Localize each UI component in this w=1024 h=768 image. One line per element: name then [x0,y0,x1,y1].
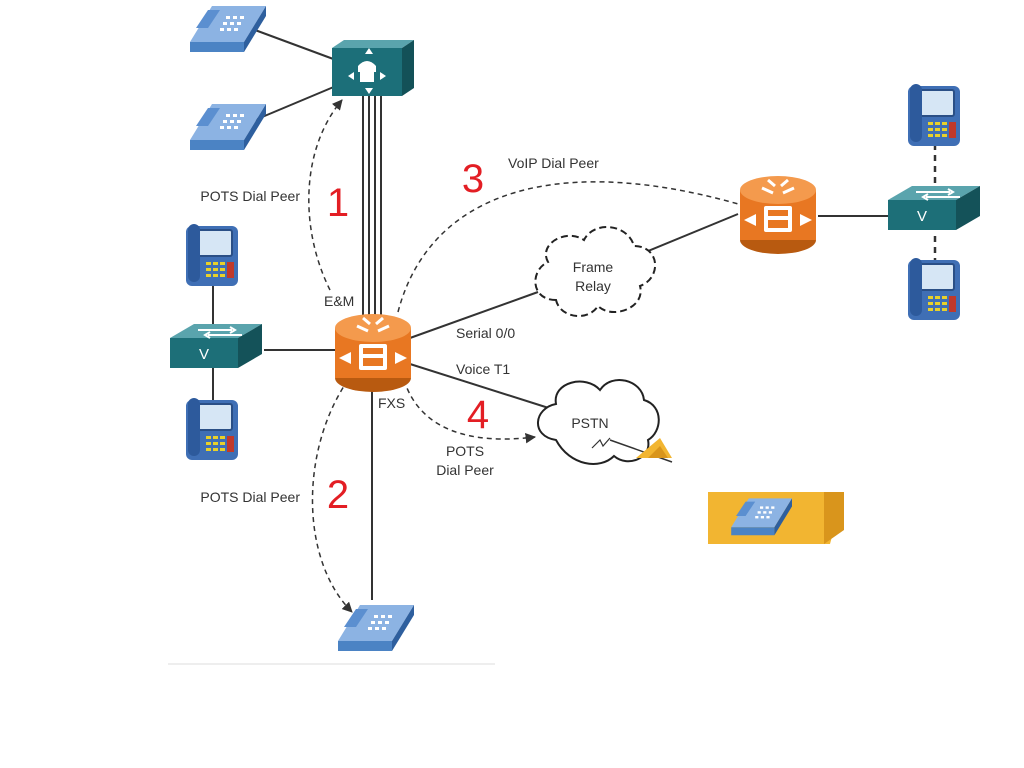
pstn-label: PSTN [571,415,608,431]
remote-voice-router [738,174,818,256]
ip-phone-icon [907,83,961,147]
pots-dial-peer-label-1: POTS Dial Peer [200,188,300,204]
switch-v-label: V [199,346,209,363]
serial-label: Serial 0/0 [456,325,515,341]
arrow-voip-dial-peer [397,181,754,313]
analog-phone-icon [338,605,414,651]
dial-peer-arrows [308,99,754,613]
ip-phone-right-bottom [907,257,961,321]
diagram-labels: POTS Dial Peer POTS Dial Peer VoIP Dial … [200,155,613,505]
pots-dial-peer-label-2: POTS Dial Peer [200,489,300,505]
arrow-pots-dial-peer-2 [311,379,353,613]
ip-phone-icon [185,397,239,461]
analog-phone-icon [190,6,266,52]
voice-switch-icon [169,323,263,369]
lightning-icon [591,437,611,449]
voip-dial-peer-label: VoIP Dial Peer [508,155,599,171]
link-phone2-pbx [254,85,337,121]
frame-relay-label-line2: Relay [575,278,611,294]
ip-phone-icon [907,257,961,321]
roof-fragment [636,438,672,458]
voice-router-icon [738,174,818,256]
ip-phone-left-top [185,223,239,287]
step-number-2: 2 [327,473,349,517]
fxs-label: FXS [378,395,405,411]
link-serial-frame-relay [409,291,539,339]
cloud-icon [534,226,656,318]
link-phone1-pbx [254,29,337,61]
em-label: E&M [324,293,354,309]
step-number-3: 3 [462,157,484,201]
analog-phone-icon [190,104,266,150]
step-numbers: 1 2 3 4 [327,157,489,517]
frame-relay-label-line1: Frame [573,259,614,275]
left-voice-switch: V [169,323,263,369]
connection-lines [212,29,888,600]
link-frame-relay-router2 [635,213,739,257]
analog-phone-top [190,6,266,52]
pbx [332,40,414,96]
ip-phone-icon [185,223,239,287]
analog-phone-second [190,104,266,150]
frame-relay-cloud [534,226,656,318]
cloud-icon [537,379,660,465]
analog-phone-fxs [338,605,414,651]
voice-router-icon [333,312,413,394]
pbx-icon [332,40,414,96]
voice-t1-label: Voice T1 [456,361,510,377]
switch-v-label: V [917,208,927,225]
right-voice-switch: V [887,185,981,231]
step-number-1: 1 [327,181,349,225]
main-voice-router [333,312,413,394]
link-voice-t1-pstn [409,363,556,411]
step-number-4: 4 [467,393,489,437]
ip-phone-left-bottom [185,397,239,461]
pstn-cloud [537,379,673,465]
pots-label-line2: Dial Peer [436,462,494,478]
pots-label-line1: POTS [446,443,484,459]
ip-phone-right-top [907,83,961,147]
arrow-pots-dial-peer-1 [308,99,343,291]
house [708,492,844,544]
voice-switch-icon [887,185,981,231]
